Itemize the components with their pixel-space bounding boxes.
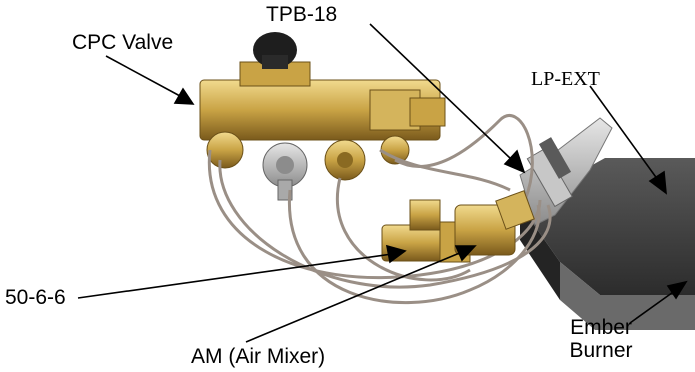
leader-lines — [77, 23, 688, 343]
arrow-am-icon — [454, 245, 477, 262]
label-ember-line2: Burner — [569, 339, 633, 363]
cpc-valve — [199, 32, 446, 201]
label-lp-ext: LP-EXT — [531, 68, 600, 90]
arrow-tpb-icon — [503, 149, 526, 174]
arrow-cpc-icon — [173, 87, 195, 105]
arrow-506-icon — [385, 244, 407, 264]
label-air-mixer: AM (Air Mixer) — [191, 345, 326, 368]
arrow-lpext-icon — [648, 170, 667, 195]
lp-ext-bracket — [519, 117, 613, 226]
gas-tubing — [207, 114, 552, 305]
label-tpb-18: TPB-18 — [266, 3, 338, 26]
label-cpc-valve: CPC Valve — [72, 31, 174, 54]
arrow-ember-icon — [666, 280, 688, 300]
label-ember-burner: Ember Burner — [556, 316, 646, 362]
label-ember-line1: Ember — [570, 316, 632, 339]
label-50-6-6: 50-6-6 — [5, 286, 66, 309]
